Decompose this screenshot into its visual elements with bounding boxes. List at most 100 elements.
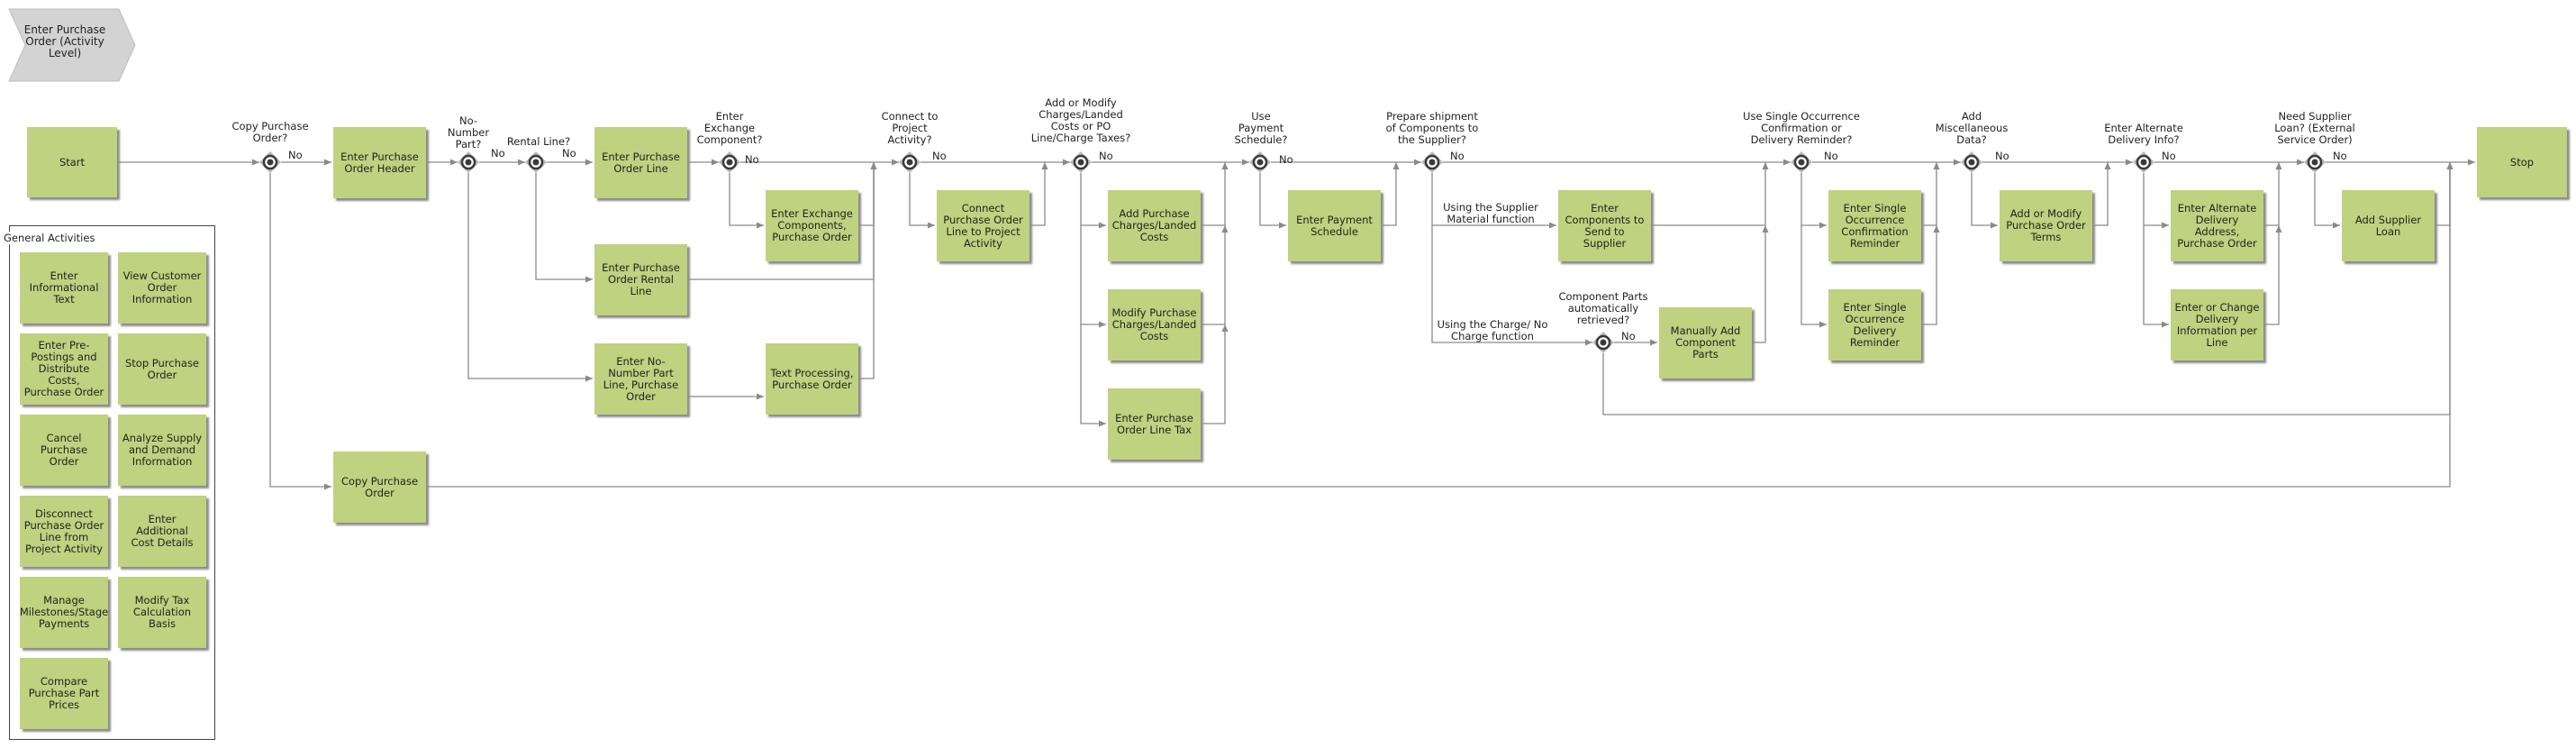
activity-enter-exchange-components[interactable]: Enter Exchange Components, Purchase Orde… <box>766 190 858 261</box>
general-activity-item[interactable]: Analyze Supply and Demand Information <box>118 415 206 486</box>
general-activity-item[interactable]: Manage Milestones/Stage Payments <box>20 577 108 648</box>
flow-misc-yes <box>1971 173 1998 229</box>
flow-label-no: No <box>1450 150 1465 162</box>
general-activity-item[interactable]: Enter Informational Text <box>20 252 108 324</box>
flow-text-return <box>858 162 877 379</box>
activity-enter-payment-schedule[interactable]: Enter Payment Schedule <box>1288 190 1381 261</box>
flow-line-return <box>2263 225 2282 325</box>
gateway-label-charges: Add or Modify Charges/Landed Costs or PO… <box>1030 96 1131 144</box>
gateway-payment-schedule[interactable] <box>1249 151 1271 173</box>
flow-project-return <box>1029 162 1048 226</box>
flow-supplier-return <box>1651 162 1769 226</box>
activity-enter-purchase-order-line[interactable]: Enter Purchase Order Line <box>594 127 687 198</box>
general-activity-item[interactable]: Stop Purchase Order <box>118 333 206 405</box>
activity-add-supplier-loan[interactable]: Add Supplier Loan <box>2342 190 2435 261</box>
gateway-miscellaneous-data[interactable] <box>1961 151 1982 173</box>
general-activity-item[interactable]: Disconnect Purchase Order Line from Proj… <box>20 496 108 567</box>
gateway-supplier-loan[interactable] <box>2304 151 2326 173</box>
activity-single-delivery-reminder[interactable]: Enter Single Occurrence Delivery Reminde… <box>1828 289 1921 360</box>
flow-label-supplier-material: Using the Supplier Material function <box>1443 201 1538 225</box>
flow-label-no: No <box>932 150 947 162</box>
flow-label-no: No <box>562 147 576 160</box>
general-activity-item[interactable]: Cancel Purchase Order <box>20 415 108 486</box>
gateway-alternate-delivery[interactable] <box>2133 151 2154 173</box>
flow-altdel-address <box>2143 173 2169 229</box>
activity-copy-purchase-order[interactable]: Copy Purchase Order <box>333 452 426 523</box>
gateway-label-shipment: Prepare shipment of Components to the Su… <box>1385 110 1479 146</box>
gateway-connect-project[interactable] <box>899 151 921 173</box>
flow-charges-tax <box>1080 324 1106 427</box>
process-title: Enter Purchase Order (Activity Level) <box>23 23 106 59</box>
gateway-parts-retrieved[interactable] <box>1592 332 1614 353</box>
gateway-label-loan: Need Supplier Loan? (External Service Or… <box>2274 110 2355 146</box>
activity-enter-no-number-part-line[interactable]: Enter No- Number Part Line, Purchase Ord… <box>594 343 687 415</box>
start-event[interactable]: Start <box>27 127 117 197</box>
gateway-no-number-part[interactable] <box>458 151 479 173</box>
flow-reminder-delivery <box>1800 225 1827 328</box>
flow-payment-return <box>1381 162 1400 226</box>
activity-enter-purchase-order-header[interactable]: Enter Purchase Order Header <box>333 127 426 198</box>
general-activities-panel <box>9 225 215 740</box>
flow-payment-yes <box>1259 173 1286 229</box>
general-activity-item[interactable]: Enter Pre- Postings and Distribute Costs… <box>20 333 108 405</box>
activity-enter-line-tax[interactable]: Enter Purchase Order Line Tax <box>1108 388 1201 460</box>
flow-misc-return <box>2092 162 2111 226</box>
activity-connect-project-activity[interactable]: Connect Purchase Order Line to Project A… <box>937 190 1029 261</box>
gateway-label-project: Connect to Project Activity? <box>881 110 939 146</box>
gateway-label-alt-delivery: Enter Alternate Delivery Info? <box>2104 122 2183 146</box>
flow-confirm-return <box>1921 162 1940 226</box>
flow-copy-yes <box>269 173 331 490</box>
stop-event[interactable]: Stop <box>2477 127 2567 197</box>
activity-enter-rental-line[interactable]: Enter Purchase Order Rental Line <box>594 244 687 315</box>
flow-reminder-confirm <box>1800 173 1827 229</box>
flow-label-no: No <box>1279 153 1293 166</box>
activity-alternate-delivery-address[interactable]: Enter Alternate Delivery Address, Purcha… <box>2171 190 2263 261</box>
activity-modify-purchase-charges[interactable]: Modify Purchase Charges/Landed Costs <box>1108 289 1201 360</box>
flow-label-charge-no-charge: Using the Charge/ No Charge function <box>1437 318 1548 342</box>
flow-label-no: No <box>745 153 759 166</box>
gateway-rental-line[interactable] <box>525 151 547 173</box>
gateway-prepare-shipment[interactable] <box>1421 151 1443 173</box>
activity-purchase-order-terms[interactable]: Add or Modify Purchase Order Terms <box>2000 190 2092 261</box>
general-activity-item[interactable]: Modify Tax Calculation Basis <box>118 577 206 648</box>
flow-altdel-line <box>2143 225 2169 328</box>
gateway-label-reminder: Use Single Occurrence Confirmation or De… <box>1743 110 1860 146</box>
gateway-copy-purchase-order[interactable] <box>259 151 281 173</box>
flow-label-no: No <box>288 149 303 161</box>
flow-exchange-return <box>858 162 877 226</box>
flow-rental-yes <box>535 173 593 283</box>
general-activity-item[interactable]: Compare Purchase Part Prices <box>20 658 108 729</box>
activity-text-processing[interactable]: Text Processing, Purchase Order <box>766 343 858 415</box>
activity-single-confirmation-reminder[interactable]: Enter Single Occurrence Confirmation Rem… <box>1828 190 1921 261</box>
flow-label-no: No <box>2333 150 2347 162</box>
general-activity-item[interactable]: View Customer Order Information <box>118 252 206 324</box>
flow-address-return <box>2263 162 2282 226</box>
flow-shipment-charge <box>1431 225 1592 346</box>
flow-project-yes <box>909 173 935 229</box>
flow-loan-return <box>2435 162 2454 226</box>
gateway-single-reminder[interactable] <box>1791 151 1812 173</box>
gateway-label-exchange: Enter Exchange Component? <box>696 110 763 146</box>
activity-enter-components-to-supplier[interactable]: Enter Components to Send to Supplier <box>1558 190 1651 261</box>
flow-tax-return <box>1201 324 1229 424</box>
activity-delivery-information-per-line[interactable]: Enter or Change Delivery Information per… <box>2171 289 2263 360</box>
process-header-chevron <box>8 8 136 82</box>
flow-label-no: No <box>1824 150 1838 162</box>
gateway-exchange-component[interactable] <box>719 151 740 173</box>
flow-charges-add <box>1080 173 1106 229</box>
flow-label-no: No <box>1621 330 1636 342</box>
flow-modify-return <box>1201 225 1229 325</box>
general-activity-item[interactable]: Enter Additional Cost Details <box>118 496 206 567</box>
flow-label-no: No <box>1995 150 2009 162</box>
gateway-label-payment: Use Payment Schedule? <box>1234 110 1288 146</box>
gateway-charges-taxes[interactable] <box>1070 151 1092 173</box>
activity-manually-add-component-parts[interactable]: Manually Add Component Parts <box>1659 307 1752 379</box>
gateway-label-retrieved: Component Parts automatically retrieved? <box>1558 290 1648 326</box>
general-activities-title: General Activities <box>4 232 95 244</box>
flow-loan-yes <box>2314 173 2340 229</box>
flow-label-no: No <box>1099 150 1113 162</box>
flow-delivery-return <box>1921 225 1940 325</box>
activity-add-purchase-charges[interactable]: Add Purchase Charges/Landed Costs <box>1108 190 1201 261</box>
gateway-label-no-number: No- Number Part? <box>447 114 490 151</box>
flow-nonum-yes <box>467 173 593 382</box>
